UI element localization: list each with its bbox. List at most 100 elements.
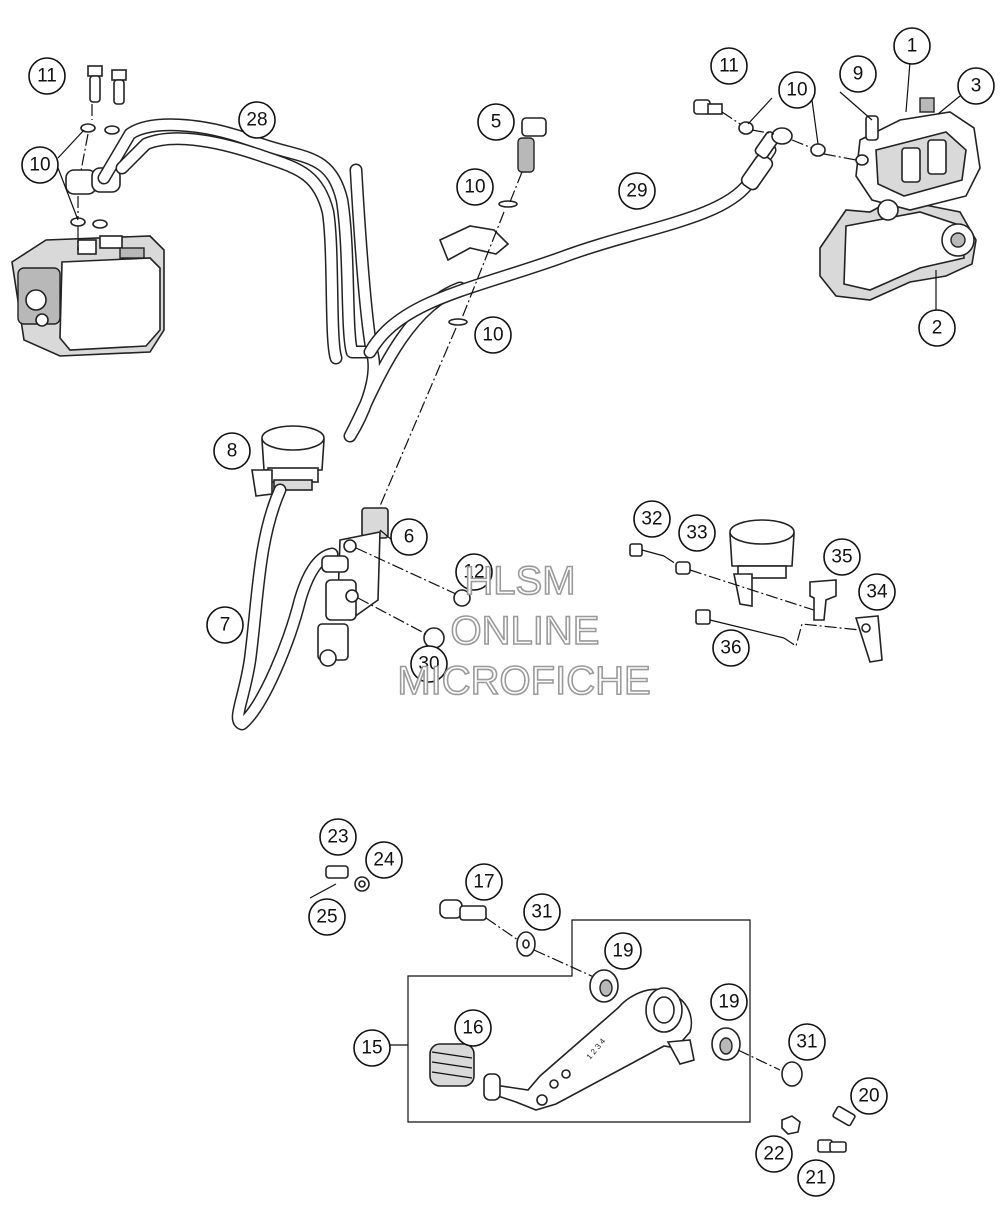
callout-32: 32: [633, 500, 671, 538]
master-cylinder-nuts: [423, 589, 471, 649]
pivot-bolt-17: [439, 899, 487, 921]
callout-5: 5: [477, 103, 515, 141]
svg-text:1: 1: [907, 36, 918, 57]
hose-fitting-5: [438, 117, 547, 326]
callout-31-lower: 31: [788, 1023, 826, 1061]
reservoir-hose-7: [231, 483, 339, 731]
watermark: HLSM ONLINE MICROFICHE: [397, 558, 652, 704]
washer-31-lower: [781, 1061, 803, 1087]
svg-text:11: 11: [37, 66, 57, 87]
callout-19-upper: 19: [604, 932, 642, 970]
bolt-36-axis: [783, 623, 861, 647]
callout-3: 3: [957, 67, 995, 105]
callout-24: 24: [365, 841, 403, 879]
svg-text:23: 23: [327, 827, 348, 848]
svg-text:5: 5: [491, 112, 502, 133]
abs-banjo-bolts: [87, 65, 127, 105]
callout-29: 29: [618, 172, 656, 210]
svg-text:10: 10: [482, 325, 503, 346]
callout-11-caliper: 11: [710, 47, 748, 85]
alternate-reservoir: [729, 519, 795, 607]
washer-24: [354, 876, 370, 892]
reservoir-bolt-axis: [663, 555, 821, 613]
callout-35: 35: [823, 538, 861, 576]
cotter-pin-25: [309, 883, 337, 899]
svg-text:10: 10: [786, 80, 807, 101]
bolt-36: [695, 609, 785, 639]
reservoir-bolt-32: [629, 543, 665, 557]
svg-text:24: 24: [373, 850, 395, 871]
nut-22: [781, 1115, 801, 1135]
spacer-33: [675, 561, 691, 575]
callout-6: 6: [390, 518, 428, 556]
bracket-35: [809, 579, 837, 621]
abs-axis-line: [77, 104, 93, 250]
svg-text:17: 17: [473, 872, 494, 893]
brake-hose-28: [97, 118, 467, 443]
watermark-line1: HLSM: [464, 559, 575, 603]
caliper-axis-line: [721, 111, 857, 161]
callout-2: 2: [918, 309, 956, 347]
svg-text:28: 28: [246, 110, 267, 131]
callout-20: 20: [850, 1077, 888, 1115]
caliper-sealing-washers: [738, 121, 869, 166]
svg-text:36: 36: [720, 638, 741, 659]
svg-text:31: 31: [531, 902, 552, 923]
pedal-assembly-frame-15: [407, 919, 751, 1123]
callout-10-lower: 10: [474, 316, 512, 354]
callout-17: 17: [465, 863, 503, 901]
svg-text:32: 32: [641, 509, 662, 530]
svg-text:10: 10: [464, 177, 485, 198]
svg-text:10: 10: [29, 155, 50, 176]
rear-brake-caliper: [819, 97, 981, 301]
callout-23: 23: [319, 818, 357, 856]
svg-text:20: 20: [858, 1086, 879, 1107]
callout-8: 8: [213, 432, 251, 470]
callout-1: 1: [893, 27, 931, 65]
svg-text:19: 19: [612, 941, 633, 962]
svg-text:3: 3: [971, 76, 982, 97]
svg-text:22: 22: [763, 1144, 784, 1165]
bearing-19-lower: [711, 1027, 741, 1061]
callout-34: 34: [858, 573, 896, 611]
abs-hydraulic-unit: [11, 235, 165, 357]
svg-text:11: 11: [719, 56, 739, 77]
svg-text:29: 29: [626, 181, 647, 202]
svg-text:34: 34: [866, 582, 888, 603]
svg-text:15: 15: [361, 1038, 382, 1059]
callout-12: 12: [455, 553, 493, 591]
svg-text:25: 25: [316, 907, 337, 928]
watermark-line3: MICROFICHE: [397, 659, 650, 703]
watermark-line2: ONLINE: [451, 609, 600, 653]
svg-text:6: 6: [404, 527, 415, 548]
brake-hose-29: [363, 131, 780, 359]
bleeder-screw-9: [865, 115, 879, 141]
bolt-21: [817, 1139, 847, 1153]
master-cylinder-bolt-axis: [355, 547, 457, 635]
brake-light-switch-20: [832, 1105, 856, 1127]
callout-11-abs: 11: [28, 57, 66, 95]
master-cylinder-axis-line: [379, 171, 523, 507]
return-spring-16: [429, 1043, 475, 1087]
svg-text:31: 31: [796, 1032, 817, 1053]
callout-22: 22: [755, 1135, 793, 1173]
svg-text:8: 8: [227, 441, 238, 462]
svg-text:21: 21: [805, 1168, 826, 1189]
pedal-pivot-axis-upper: [485, 917, 597, 979]
abs-sealing-washers: [70, 123, 120, 229]
clevis-pin-23: [325, 865, 349, 879]
callout-33: 33: [678, 514, 716, 552]
washer-31-upper: [516, 931, 536, 957]
svg-text:12: 12: [463, 562, 484, 583]
callout-19-lower: 19: [710, 983, 748, 1021]
brake-fluid-reservoir-8: [251, 425, 325, 497]
callout-10-abs: 10: [21, 146, 59, 184]
svg-text:2: 2: [932, 318, 943, 339]
callout-10-caliper: 10: [778, 71, 816, 109]
callout-21: 21: [797, 1159, 835, 1197]
callout-31-upper: 31: [523, 893, 561, 931]
svg-text:7: 7: [220, 615, 231, 636]
bracket-34: [854, 615, 883, 663]
callout-16: 16: [454, 1009, 492, 1047]
